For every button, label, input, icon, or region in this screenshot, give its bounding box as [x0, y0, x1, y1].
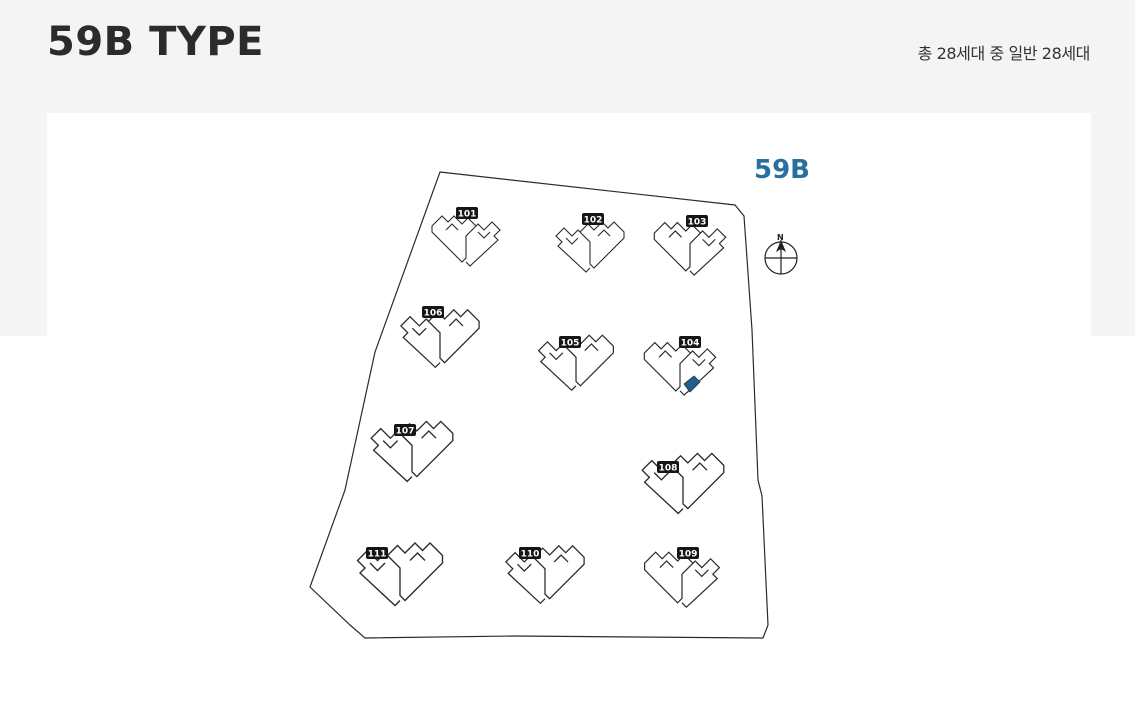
unit-type-label: 59B [754, 155, 810, 185]
building-outline [555, 221, 625, 273]
building-number-tag: 104 [679, 336, 701, 349]
building-105[interactable]: 105 [537, 334, 615, 392]
building-107[interactable]: 107 [370, 420, 454, 483]
building-detail [653, 462, 708, 481]
unit-count-summary: 총 28세대 중 일반 28세대 [917, 44, 1091, 63]
building-106[interactable]: 106 [400, 306, 480, 369]
building-104[interactable]: 104 [643, 336, 717, 396]
building-number-label: 101 [458, 210, 477, 220]
building-detail [382, 430, 437, 449]
building-outline [431, 215, 501, 267]
building-number-label: 102 [584, 216, 603, 226]
building-outline [653, 221, 727, 276]
building-detail [659, 560, 709, 578]
building-number-label: 103 [688, 218, 707, 228]
building-101[interactable]: 101 [431, 207, 501, 267]
building-number-tag: 101 [456, 207, 478, 220]
building-number-tag: 107 [394, 424, 416, 437]
building-number-label: 109 [679, 550, 698, 560]
building-number-label: 106 [424, 309, 443, 319]
building-102[interactable]: 102 [555, 213, 625, 273]
building-number-tag: 109 [677, 547, 699, 560]
building-number-label: 110 [521, 550, 540, 560]
building-detail [658, 350, 706, 367]
compass-north-label: N [777, 233, 784, 242]
building-111[interactable]: 111 [356, 542, 444, 607]
site-boundary [309, 171, 769, 639]
building-number-tag: 105 [559, 336, 581, 349]
building-103[interactable]: 103 [653, 215, 727, 276]
building-number-label: 105 [561, 339, 580, 349]
building-outline [400, 308, 480, 369]
highlighted-unit [683, 375, 701, 393]
building-number-tag: 110 [519, 547, 541, 560]
building-number-tag: 108 [657, 461, 679, 474]
building-number-label: 107 [396, 427, 415, 437]
building-detail [369, 552, 426, 572]
building-number-tag: 103 [686, 215, 708, 228]
building-detail [549, 343, 599, 361]
building-number-tag: 102 [582, 213, 604, 226]
building-number-tag: 106 [422, 306, 444, 319]
building-number-label: 104 [681, 339, 700, 349]
building-number-label: 111 [368, 550, 387, 560]
building-108[interactable]: 108 [641, 452, 725, 515]
building-detail [445, 223, 491, 239]
building-detail [565, 229, 611, 245]
building-detail [411, 318, 464, 336]
page-title: 59B TYPE [47, 19, 264, 65]
building-number-tag: 111 [366, 547, 388, 560]
building-detail [668, 230, 716, 247]
building-number-label: 108 [659, 464, 678, 474]
north-compass-icon: N [764, 233, 798, 275]
building-109[interactable]: 109 [643, 547, 721, 609]
building-110[interactable]: 110 [505, 544, 585, 605]
building-outline [643, 551, 721, 609]
building-detail [516, 554, 569, 572]
